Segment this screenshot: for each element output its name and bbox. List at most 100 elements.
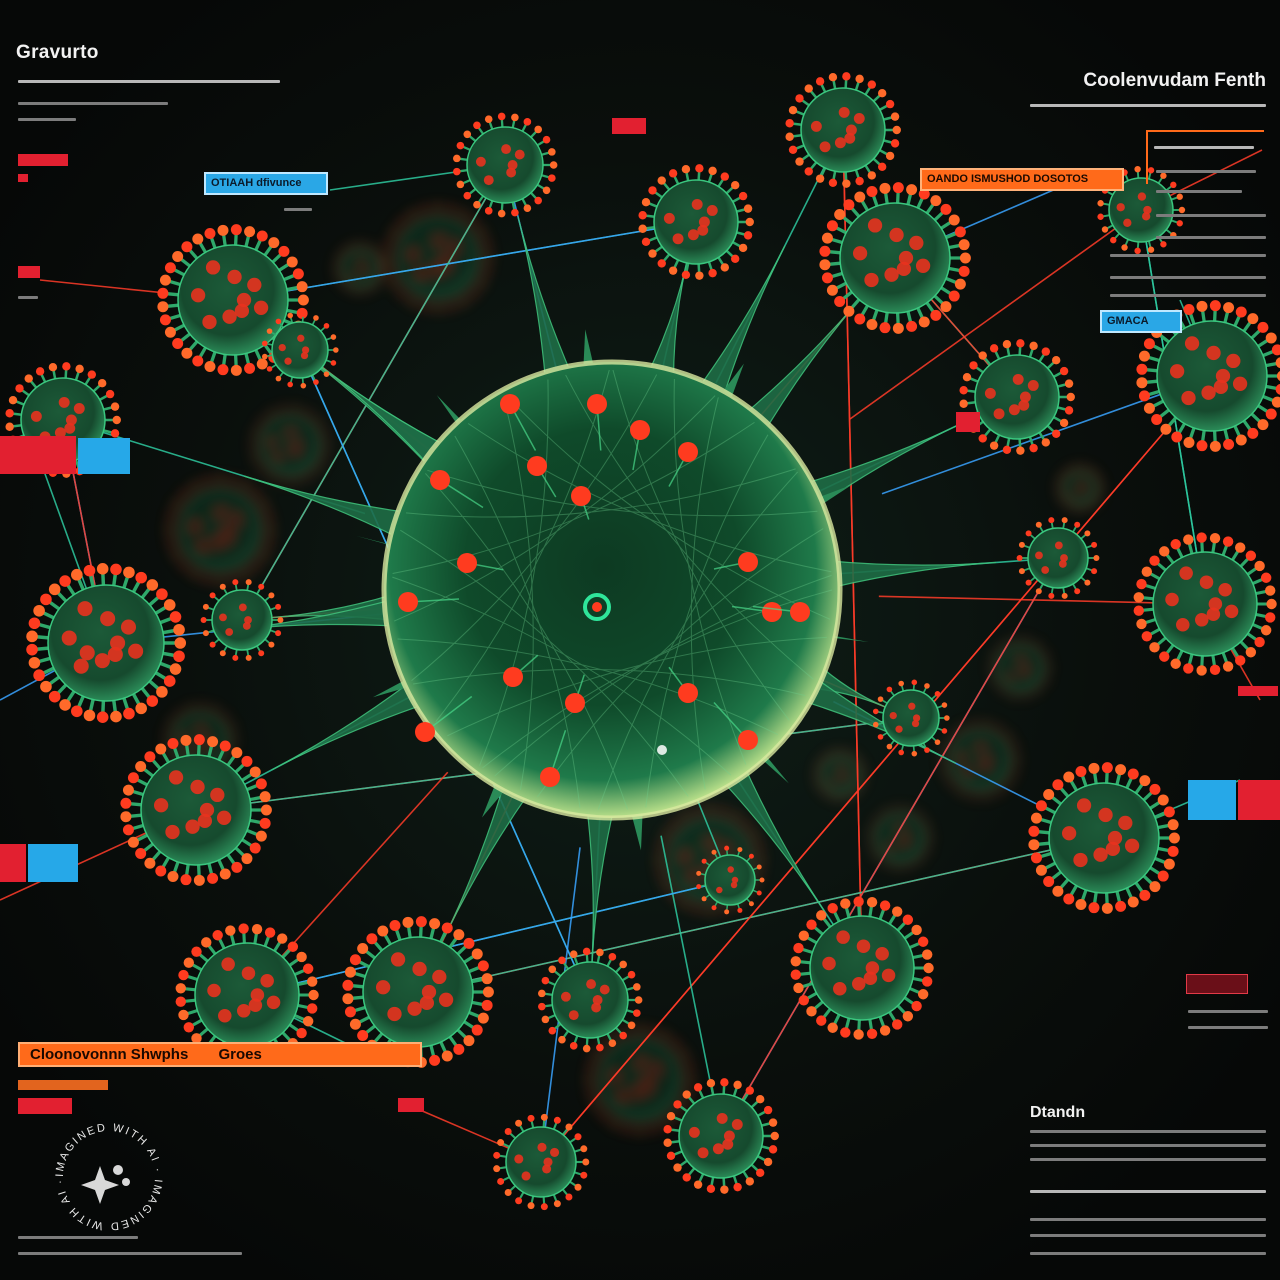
- text-line: [1154, 146, 1254, 149]
- virus-icon: [382, 202, 494, 314]
- label-orange-bottom-text: Cloonovonnn Shwphs: [30, 1046, 189, 1063]
- svg-text:IMAGINED WITH AI · IMAGINED WI: IMAGINED WITH AI · IMAGINED WITH AI ·: [54, 1122, 164, 1232]
- label-blue-left: OTIAAH dfivunce: [204, 172, 328, 195]
- red-chip: [0, 436, 76, 474]
- core-receptor: [565, 693, 585, 713]
- network-link: [232, 221, 697, 301]
- core-receptor: [430, 470, 450, 490]
- virus-icon: [453, 112, 558, 218]
- core-tentacle: [718, 760, 825, 912]
- network-link: [246, 879, 731, 996]
- central-virus: [381, 359, 843, 821]
- virus-icon: [811, 747, 869, 803]
- core-receptor: [587, 394, 607, 414]
- text-line: [1030, 1218, 1266, 1221]
- core-tentacle: [824, 559, 997, 590]
- text-line: [1156, 236, 1266, 239]
- text-line: [284, 208, 312, 211]
- label-orange-bottom: Cloonovonnn Shwphs Groes: [18, 1042, 422, 1067]
- network-link: [849, 209, 1142, 420]
- core-receptor: [678, 683, 698, 703]
- red-tag: [398, 1098, 424, 1112]
- network-link: [720, 557, 1059, 1137]
- core-receptor: [678, 442, 698, 462]
- info-panel: [1146, 130, 1264, 184]
- sparkle-icon: IMAGINED WITH AI · IMAGINED WITH AI ·: [54, 1122, 164, 1232]
- label-orange-bottom-text2: Groes: [218, 1046, 262, 1063]
- virus-icon: [663, 1078, 779, 1194]
- title-right: Coolenvudam Fenth: [1083, 70, 1266, 91]
- red-tag: [18, 266, 40, 278]
- virus-icon: [26, 563, 187, 723]
- core-receptor: [630, 420, 650, 440]
- virus-icon: [331, 240, 389, 296]
- text-line: [18, 1236, 138, 1239]
- orange-tag: [18, 1080, 108, 1090]
- label-blue-right: GMACA: [1100, 310, 1182, 333]
- virus-icon: [120, 734, 272, 886]
- text-line: [18, 102, 168, 105]
- text-line: [1030, 1190, 1266, 1193]
- virus-icon: [938, 719, 1022, 801]
- virus-icon: [261, 311, 339, 389]
- virus-icon: [696, 845, 765, 915]
- text-line: [1156, 170, 1256, 173]
- label-orange-top: OANDO ISMUSHOD DOSOTOS: [920, 168, 1124, 191]
- red-tag: [1186, 974, 1248, 994]
- network-link: [540, 375, 1213, 1163]
- core-receptor: [398, 592, 418, 612]
- red-chip: [1238, 780, 1280, 820]
- core-receptor: [540, 767, 560, 787]
- text-line: [18, 80, 280, 83]
- text-line: [1030, 1130, 1266, 1133]
- core-receptor: [738, 730, 758, 750]
- virus-icon: [200, 579, 284, 661]
- core-tentacle: [695, 245, 786, 406]
- core-spike: [630, 810, 643, 851]
- core-tentacle: [796, 673, 957, 764]
- virus-icon: [157, 224, 309, 376]
- virus-icon: [538, 947, 643, 1053]
- core-receptor: [500, 394, 520, 414]
- virus-icon: [1054, 463, 1106, 513]
- text-line: [1030, 104, 1266, 107]
- network-link: [417, 837, 1105, 993]
- virus-icon: [248, 404, 332, 486]
- virus-icon: [638, 164, 754, 280]
- virus-icon: [584, 1024, 696, 1136]
- blue-chip: [28, 844, 78, 882]
- core-receptor: [790, 602, 810, 622]
- red-tag: [1238, 686, 1278, 696]
- text-line: [1110, 294, 1266, 297]
- core-receptor: [503, 667, 523, 687]
- text-line: [18, 1252, 242, 1255]
- text-line: [1188, 1026, 1268, 1029]
- virus-icon: [1133, 532, 1277, 676]
- virus-icon: [819, 182, 971, 334]
- core-receptor: [738, 552, 758, 572]
- virus-icon: [1097, 165, 1186, 255]
- core-receptor: [762, 602, 782, 622]
- red-tag: [956, 412, 980, 432]
- text-line: [1156, 190, 1242, 193]
- text-line: [1030, 1144, 1266, 1147]
- virus-icon: [164, 474, 276, 586]
- text-line: [1188, 1010, 1268, 1013]
- core-receptor: [527, 456, 547, 476]
- red-tag: [18, 174, 28, 182]
- text-line: [18, 118, 76, 121]
- blue-chip: [78, 438, 130, 474]
- blue-chip: [1188, 780, 1236, 820]
- virus-icon: [785, 72, 901, 188]
- network-link: [881, 375, 1213, 495]
- network-link: [241, 164, 506, 621]
- red-tag: [18, 154, 68, 166]
- virus-icon: [986, 635, 1054, 701]
- virus-icon: [175, 923, 319, 1067]
- virus-icon: [959, 339, 1075, 455]
- title-left: Gravurto: [16, 42, 99, 63]
- core-receptor: [415, 722, 435, 742]
- text-line: [1030, 1252, 1266, 1255]
- virus-icon: [1136, 300, 1280, 452]
